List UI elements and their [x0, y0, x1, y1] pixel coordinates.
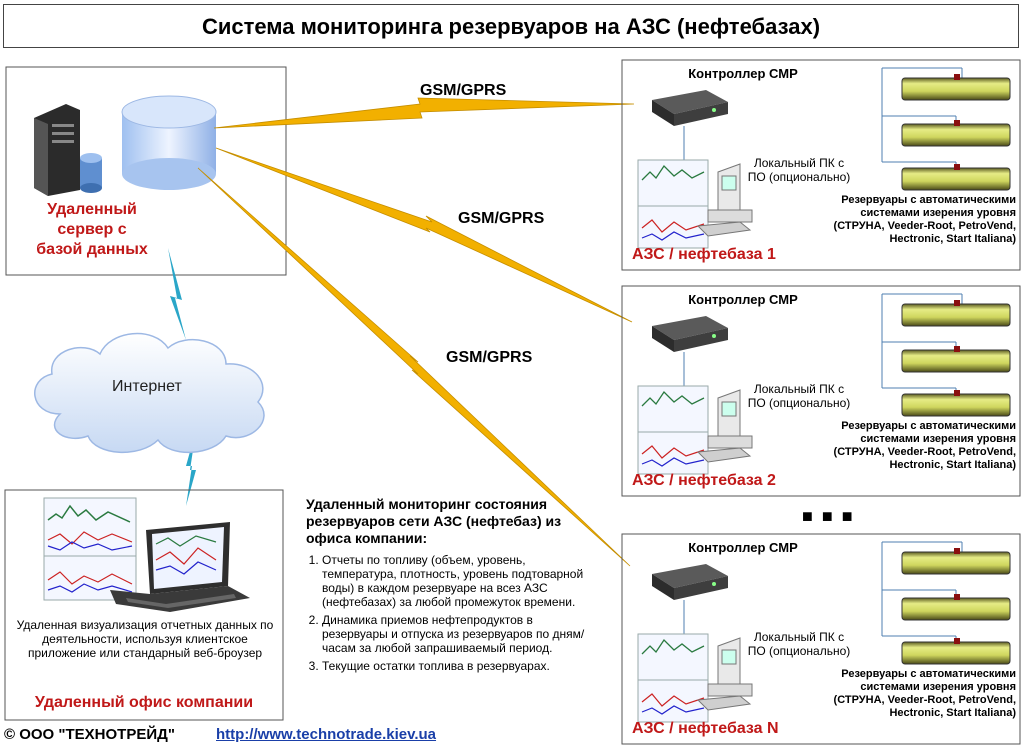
laptop-icon: [110, 522, 250, 612]
more-stations-ellipsis: ■ ■ ■: [802, 506, 855, 526]
tank-icon: [901, 597, 1011, 621]
office-report-chart-icon: [43, 497, 137, 601]
controller-icon: [652, 564, 728, 600]
tank-icon: [901, 167, 1011, 191]
tank-icon: [901, 77, 1011, 101]
internet-label: Интернет: [112, 378, 182, 395]
office-box: [4, 489, 284, 721]
internet-cloud-icon: [34, 332, 265, 453]
local-pc-icon: [696, 163, 753, 237]
local-report-chart-icon: [637, 159, 709, 249]
controller-label: Контроллер СМР: [688, 540, 798, 555]
station-graphics: [637, 541, 1011, 723]
station-box-2: [621, 285, 1021, 497]
station-name: АЗС / нефтебаза N: [632, 720, 779, 737]
monitoring-item: Динамика приемов нефтепродуктов в резерв…: [322, 613, 596, 655]
monitoring-item: Отчеты по топливу (объем, уровень, темпе…: [322, 553, 596, 609]
tank-icon: [901, 349, 1011, 373]
server-label: Удаленный сервер с базой данных: [36, 201, 148, 258]
monitoring-item: Текущие остатки топлива в резервуарах.: [322, 659, 596, 673]
local-report-chart-icon: [637, 633, 709, 723]
database-icon: [121, 95, 217, 190]
internet-link-top: [168, 248, 186, 340]
tank-icon: [901, 123, 1011, 147]
local-report-chart-icon: [637, 385, 709, 475]
station-name: АЗС / нефтебаза 1: [632, 246, 776, 263]
tank-icon: [901, 393, 1011, 417]
local-pc-label: Локальный ПК с ПО (опционально): [747, 630, 851, 658]
tank-icon: [901, 551, 1011, 575]
monitoring-list: Отчеты по топливу (объем, уровень, темпе…: [306, 553, 596, 673]
tanks-label: Резервуары с автоматическими системами и…: [833, 668, 1016, 719]
controller-icon: [652, 316, 728, 352]
tanks-group: [881, 541, 1011, 665]
server-box: [5, 66, 287, 276]
title-box: Система мониторинга резервуаров на АЗС (…: [3, 4, 1019, 48]
controller-label: Контроллер СМР: [688, 292, 798, 307]
local-pc-icon: [696, 637, 753, 711]
local-pc-icon: [696, 389, 753, 463]
office-description: Удаленная визуализация отчетных данных п…: [16, 618, 274, 660]
gsm-link-2: [215, 147, 633, 323]
controller-icon: [652, 90, 728, 126]
tanks-label: Резервуары с автоматическими системами и…: [833, 194, 1016, 245]
small-database-icon: [80, 153, 102, 193]
footer-copyright: © ООО "ТЕХНОТРЕЙД": [4, 726, 175, 743]
station-name: АЗС / нефтебаза 2: [632, 472, 776, 489]
tanks-group: [881, 67, 1011, 191]
controller-label: Контроллер СМР: [688, 66, 798, 81]
footer-url-link[interactable]: http://www.technotrade.kiev.ua: [216, 726, 437, 743]
station-2: Контроллер СМР Локальный ПК с ПО (опцион…: [622, 286, 1020, 496]
office-name: Удаленный офис компании: [34, 694, 254, 711]
tank-icon: [901, 641, 1011, 665]
tank-icon: [901, 303, 1011, 327]
internet-link-bottom: [186, 430, 196, 506]
gsm-link-3: [197, 167, 631, 567]
local-pc-label: Локальный ПК с ПО (опционально): [747, 156, 851, 184]
station-1: Контроллер СМР Локальный ПК с ПО (опцион…: [622, 60, 1020, 270]
gsm-label-1: GSM/GPRS: [420, 82, 507, 99]
monitoring-block: Удаленный мониторинг состояния резервуар…: [306, 496, 596, 677]
local-pc-label: Локальный ПК с ПО (опционально): [747, 382, 851, 410]
page-title: Система мониторинга резервуаров на АЗС (…: [201, 14, 821, 39]
station-graphics: [637, 293, 1011, 475]
server-tower-icon: [34, 104, 80, 196]
tanks-group: [881, 293, 1011, 417]
gsm-label-3: GSM/GPRS: [446, 349, 533, 366]
monitoring-heading: Удаленный мониторинг состояния резервуар…: [306, 496, 562, 546]
station-box-1: [621, 59, 1021, 271]
gsm-label-2: GSM/GPRS: [458, 210, 545, 227]
gsm-link-1: [213, 97, 635, 129]
station-3: Контроллер СМР Локальный ПК с ПО (опцион…: [622, 534, 1020, 744]
tanks-label: Резервуары с автоматическими системами и…: [833, 420, 1016, 471]
station-graphics: [637, 67, 1011, 249]
station-box-3: [621, 533, 1021, 745]
